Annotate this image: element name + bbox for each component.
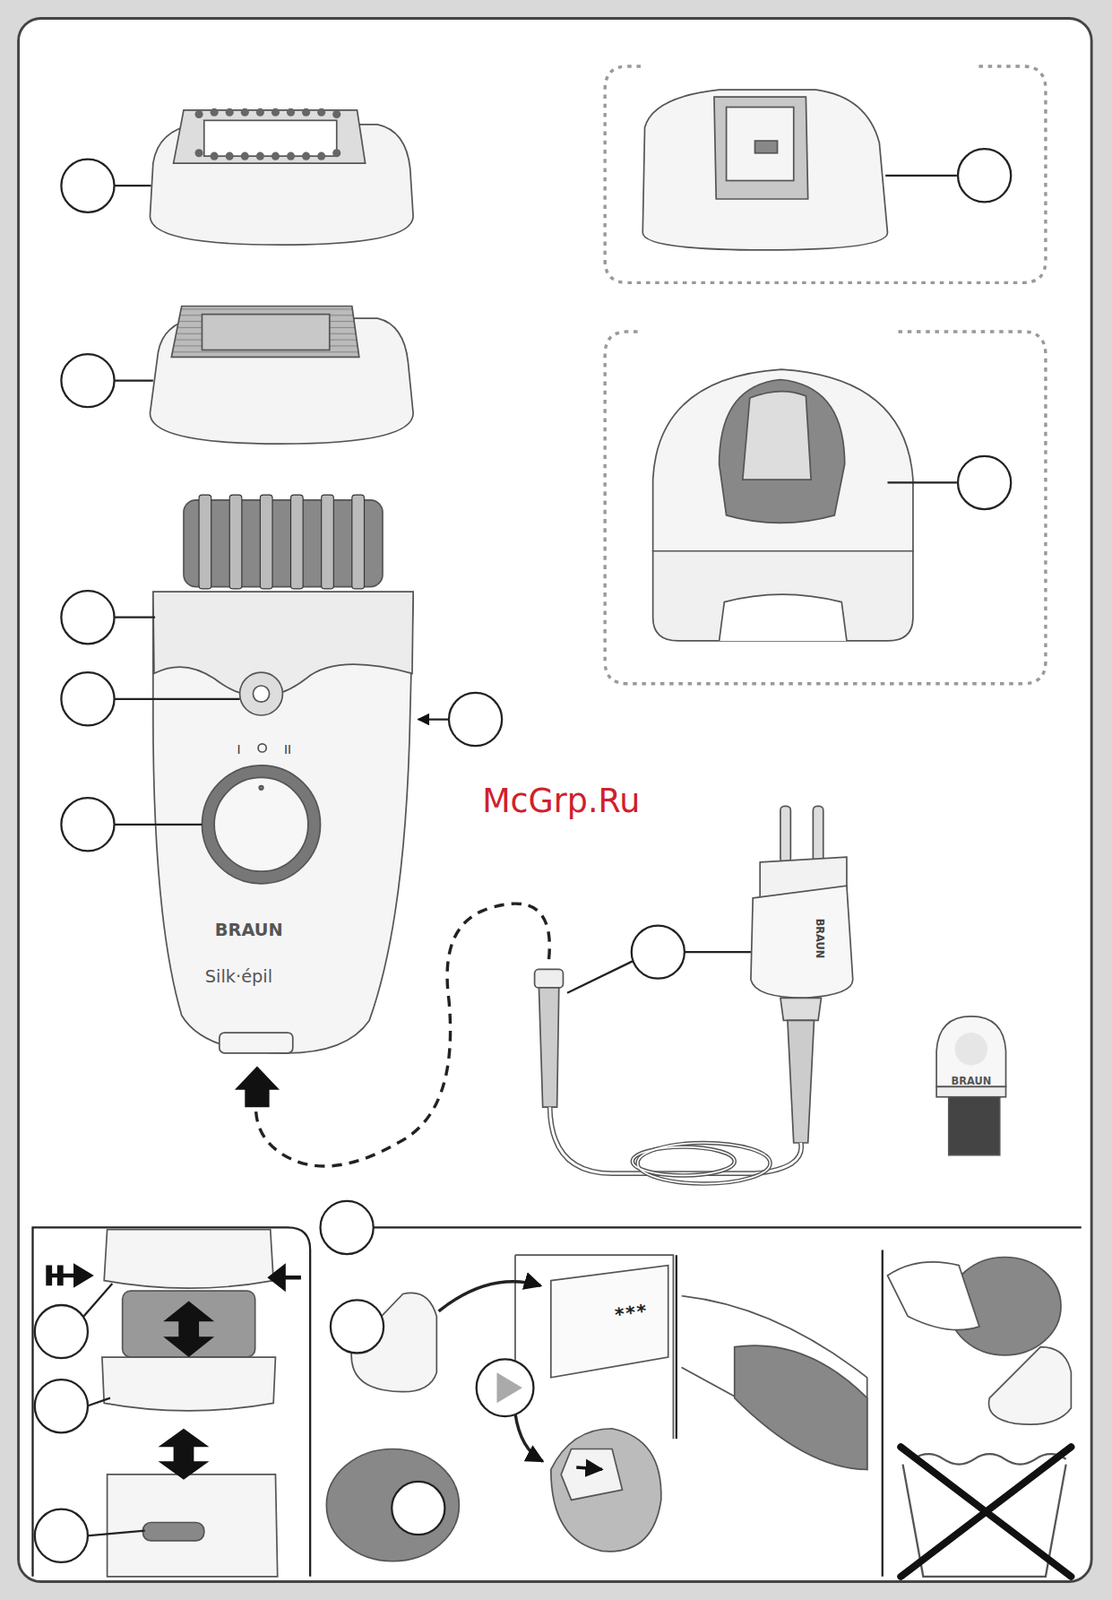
product-name: Silk·épil xyxy=(205,967,273,985)
brand-logo: BRAUN xyxy=(215,922,284,940)
watermark: McGrp.Ru xyxy=(482,784,640,818)
freezer-marking: *** xyxy=(612,1301,648,1325)
switch-mark: I xyxy=(236,743,241,757)
brand-logo: BRAUN xyxy=(814,918,825,959)
brand-logo: BRAUN xyxy=(951,1076,992,1087)
switch-mark: II xyxy=(284,743,292,757)
